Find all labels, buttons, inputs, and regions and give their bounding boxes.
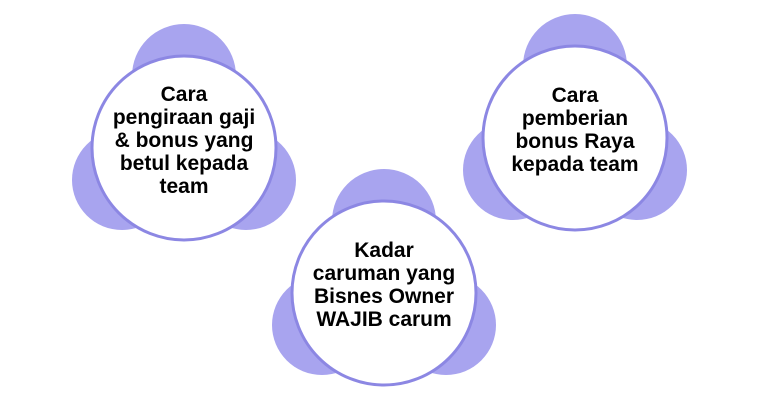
node-center-shape bbox=[272, 169, 496, 387]
node-center-circle bbox=[290, 199, 478, 387]
node-right: Cara pemberian bonus Raya kepada team bbox=[455, 10, 695, 250]
node-right-label: Cara pemberian bonus Raya kepada team bbox=[511, 84, 639, 176]
node-left-circle bbox=[90, 54, 278, 242]
node-left: Cara pengiraan gaji & bonus yang betul k… bbox=[64, 20, 304, 260]
node-left-shape bbox=[72, 24, 296, 242]
node-left-label: Cara pengiraan gaji & bonus yang betul k… bbox=[112, 82, 256, 198]
node-right-shape bbox=[463, 14, 687, 232]
node-right-circle bbox=[481, 44, 669, 232]
node-center-label: Kadar caruman yang Bisnes Owner WAJIB ca… bbox=[312, 239, 456, 331]
node-center: Kadar caruman yang Bisnes Owner WAJIB ca… bbox=[264, 165, 504, 405]
